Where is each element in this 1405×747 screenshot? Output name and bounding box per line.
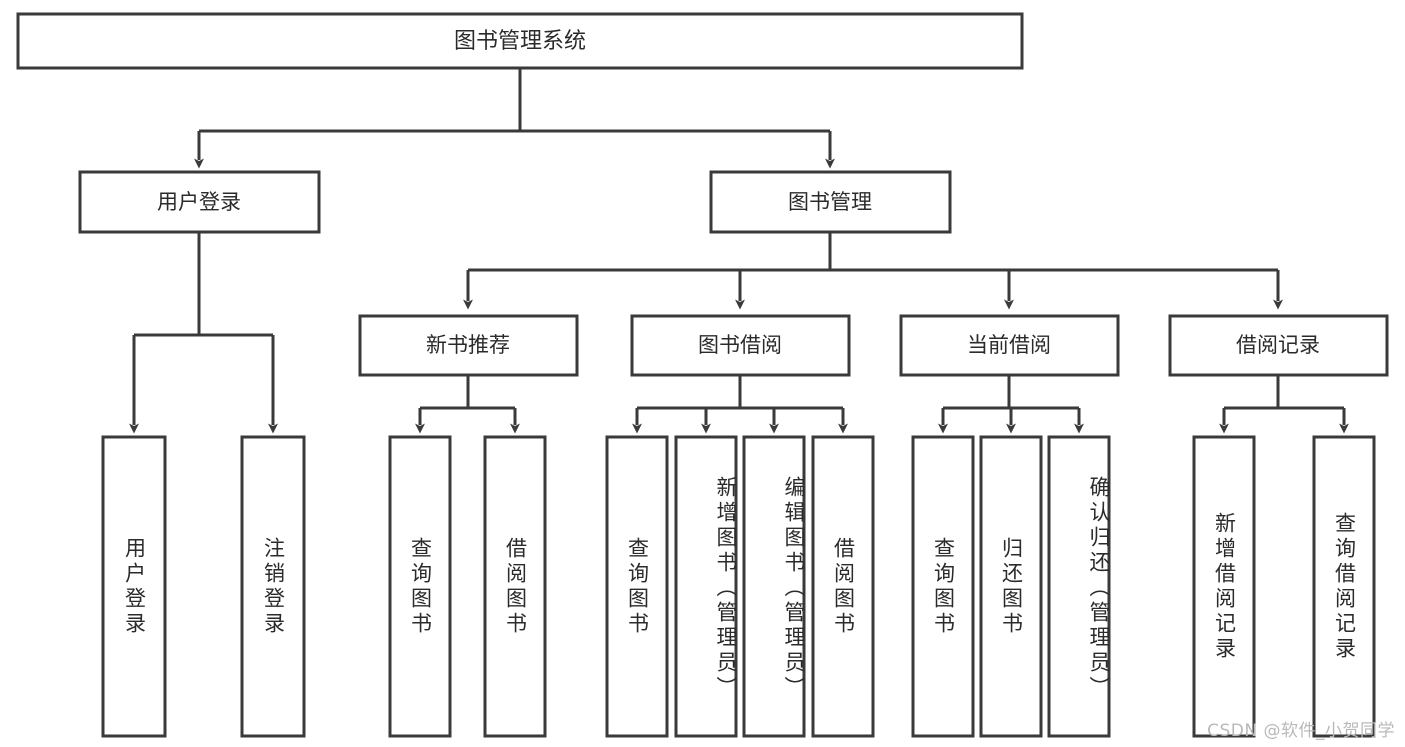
node-new-book-recommend[interactable]: 新书推荐 — [358, 314, 579, 377]
node-book-borrow-label: 图书借阅 — [698, 333, 782, 357]
node-root-label: 图书管理系统 — [454, 29, 586, 54]
leaf-box-book-borrow-3[interactable] — [742, 435, 806, 738]
leaf-box-group — [101, 435, 1376, 738]
leaf-box-current-borrow-1[interactable] — [911, 435, 975, 738]
node-root-box[interactable] — [16, 12, 1024, 70]
node-current-borrow[interactable]: 当前借阅 — [899, 314, 1120, 377]
leaf-box-user-login-1[interactable] — [101, 435, 167, 738]
node-book-manage-box[interactable] — [709, 170, 952, 234]
leaf-box-new-book-1[interactable] — [388, 435, 452, 738]
node-book-borrow[interactable]: 图书借阅 — [630, 314, 851, 377]
node-user-login[interactable]: 用户登录 — [78, 170, 321, 234]
node-book-manage[interactable]: 图书管理 — [709, 170, 952, 234]
leaf-box-user-login-2[interactable] — [240, 435, 306, 738]
leaf-box-new-book-2[interactable] — [483, 435, 547, 738]
connector-group — [129, 68, 1349, 434]
node-book-manage-label: 图书管理 — [788, 190, 872, 214]
node-borrow-record-label: 借阅记录 — [1236, 333, 1320, 357]
leaf-box-current-borrow-3[interactable] — [1047, 435, 1111, 738]
leaf-box-borrow-record-2[interactable] — [1312, 435, 1376, 738]
node-current-borrow-label: 当前借阅 — [967, 333, 1051, 357]
leaf-box-book-borrow-1[interactable] — [605, 435, 669, 738]
leaf-box-book-borrow-2[interactable] — [674, 435, 738, 738]
node-user-login-label: 用户登录 — [157, 190, 241, 214]
node-new-book-recommend-label: 新书推荐 — [426, 333, 510, 357]
csdn-watermark: CSDN @软件_小贺同学 — [1207, 721, 1395, 741]
node-new-book-recommend-box[interactable] — [358, 314, 579, 377]
leaf-box-borrow-record-1[interactable] — [1192, 435, 1256, 738]
node-root[interactable]: 图书管理系统 — [16, 12, 1024, 70]
node-user-login-box[interactable] — [78, 170, 321, 234]
leaf-box-current-borrow-2[interactable] — [979, 435, 1043, 738]
node-borrow-record[interactable]: 借阅记录 — [1168, 314, 1389, 377]
node-current-borrow-box[interactable] — [899, 314, 1120, 377]
leaf-box-book-borrow-4[interactable] — [811, 435, 875, 738]
node-book-borrow-box[interactable] — [630, 314, 851, 377]
node-borrow-record-box[interactable] — [1168, 314, 1389, 377]
